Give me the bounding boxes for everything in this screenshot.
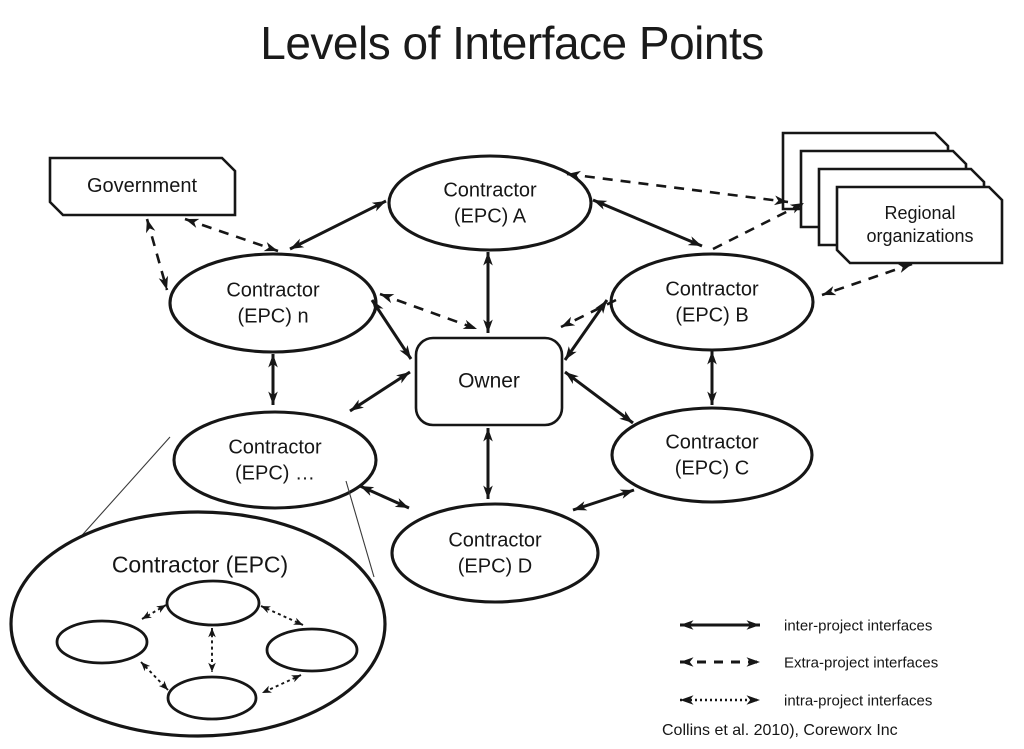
contractor-dots-label: Contractor (EPC) … — [228, 436, 322, 484]
dotted-arrow-top-right — [260, 605, 304, 626]
contractor-c-ellipse — [610, 406, 814, 504]
detail-sub-ellipse-bottom — [166, 675, 258, 721]
arrow-contractor-n-owner — [370, 299, 413, 360]
dotted-arrow-left-bottom — [140, 661, 169, 691]
owner-box — [414, 336, 564, 427]
contractor-c-label: Contractor (EPC) C — [665, 431, 759, 479]
dotted-arrow-top-left — [141, 604, 167, 620]
government-label: Government — [86, 175, 198, 198]
arrow-contractor-n-contractor-a — [289, 199, 387, 251]
dashed-arrow-contractor-n-owner — [379, 292, 478, 331]
dotted-arrow-right-bottom — [261, 674, 302, 694]
contractor-dots-ellipse — [172, 410, 378, 510]
diagram-title: Levels of Interface Points — [260, 17, 764, 69]
detail-sub-ellipse-right — [265, 627, 359, 673]
regional-label: Regional organizations — [866, 202, 974, 246]
contractor-a-label: Contractor (EPC) A — [443, 179, 537, 227]
contractor-n-label: Contractor (EPC) n — [226, 279, 320, 327]
contractor-d-label: Contractor (EPC) D — [448, 529, 542, 577]
dashed-arrow-government-contractor-n-left — [145, 218, 169, 291]
dashed-arrow-contractor-a-regional — [566, 170, 789, 206]
zoom-callout-line-left — [75, 436, 171, 543]
zoom-callout-line-right — [345, 480, 375, 578]
contractor-detail-label: Contractor (EPC) — [111, 551, 289, 578]
government-shape — [48, 156, 237, 217]
legend-label-intra: intra-project interfaces — [784, 692, 933, 710]
dashed-arrow-contractor-b-owner — [560, 298, 617, 329]
dashed-arrow-government-contractor-n-top — [184, 217, 279, 253]
dashed-arrow-regional-contractor-b — [821, 262, 913, 297]
detail-sub-ellipse-top — [165, 579, 261, 627]
credit-line: Collins et al. 2010), Coreworx Inc — [662, 722, 898, 739]
owner-label: Owner — [458, 369, 520, 393]
arrow-contractor-dots-owner — [349, 370, 411, 413]
legend-label-extra: Extra-project interfaces — [784, 654, 939, 672]
legend-label-inter: inter-project interfaces — [784, 617, 933, 635]
arrow-contractor-c-contractor-d — [572, 488, 635, 512]
contractor-d-ellipse — [390, 502, 600, 604]
arrow-owner-contractor-c — [564, 370, 634, 425]
arrow-contractor-dots-contractor-d — [359, 484, 410, 510]
arrow-owner-contractor-b — [563, 299, 609, 361]
regional-card-front — [835, 185, 1004, 265]
detail-sub-ellipse-left — [55, 619, 149, 665]
arrow-contractor-a-contractor-b — [592, 198, 703, 248]
contractor-b-label: Contractor (EPC) B — [665, 278, 759, 326]
regional-organizations-stack — [781, 131, 1004, 265]
